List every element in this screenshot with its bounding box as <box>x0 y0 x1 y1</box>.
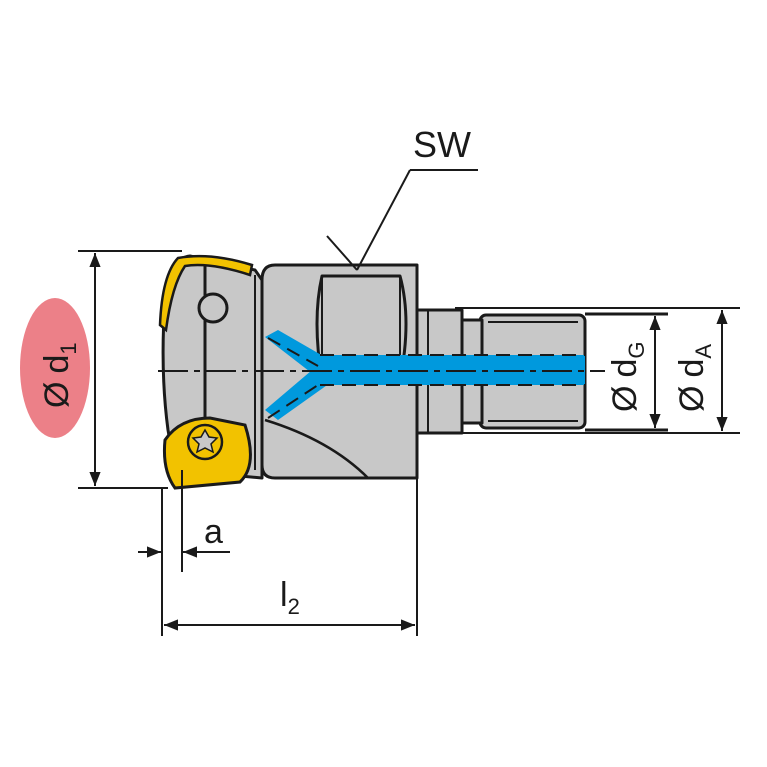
bottom-insert <box>163 416 252 490</box>
torx-icon <box>191 428 219 454</box>
l2-label: l2 <box>280 576 300 619</box>
sw-label: SW <box>413 124 471 165</box>
screw-hole <box>197 292 229 324</box>
dG-label: ØdG <box>606 342 649 413</box>
sw-leader <box>356 169 411 271</box>
a-label: a <box>204 513 223 551</box>
d1-highlight <box>20 298 90 438</box>
top-insert <box>158 254 254 333</box>
dA-label: ØdA <box>673 344 716 412</box>
d1-label: Ød1 <box>38 342 81 408</box>
